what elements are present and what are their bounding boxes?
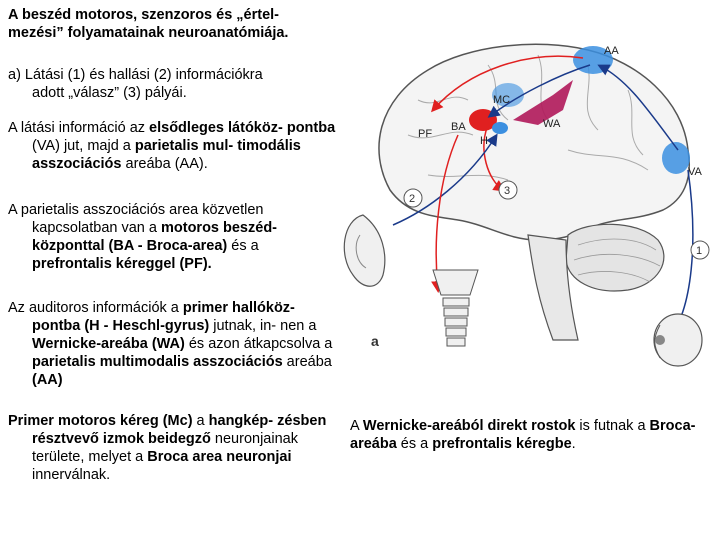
parietal-bold-1: motoros beszéd- — [160, 220, 277, 236]
motor-text-1: a — [192, 413, 209, 429]
paragraph-parietal: A parietalis asszociációs area közvetlen… — [8, 201, 338, 273]
visual-text-3: areába (AA). — [121, 156, 208, 172]
label-va: VA — [688, 166, 703, 178]
auditory-text-5: átkapcsolva a — [243, 336, 333, 352]
paragraph-auditory: Az auditoros információk a primer hallók… — [8, 299, 338, 389]
label-pf: PF — [418, 128, 432, 140]
auditory-bold-2: pontba (H - Heschl-gyrus) — [32, 318, 210, 334]
paragraph-pathways-line-1: a) Látási (1) és hallási (2) információk… — [8, 67, 263, 83]
wernicke-text-3: és a — [396, 436, 433, 452]
parietal-text-3: és a — [227, 238, 259, 254]
auditory-bold-1: primer hallóköz- — [182, 300, 295, 316]
area-mc — [492, 83, 524, 107]
cerebellum-folds — [573, 238, 661, 283]
auditory-text-2: jutnak, in- — [209, 318, 277, 334]
pathway-aa-to-ba — [487, 64, 591, 118]
label-h: H — [480, 135, 488, 147]
larynx — [432, 269, 479, 347]
label-panel: a — [371, 333, 379, 349]
wernicke-text-2: is futnak a — [575, 418, 646, 434]
visual-text-2: (VA) jut, majd a — [32, 138, 135, 154]
label-mc: MC — [493, 94, 510, 106]
area-h — [492, 122, 508, 134]
paragraph-pathways-line-2: adott „válasz” (3) pályái. — [32, 85, 187, 101]
title-line-1: A beszéd motoros, szenzoros és „értel- — [8, 7, 280, 23]
pathway-response — [483, 124, 506, 192]
label-ba: BA — [451, 121, 466, 133]
visual-bold-1: elsődleges látóköz- — [149, 120, 283, 136]
ear-inner — [355, 234, 367, 269]
marker-3: 3 — [498, 180, 518, 200]
area-va — [662, 142, 690, 174]
wernicke-text-1: A — [350, 418, 363, 434]
eye — [653, 313, 703, 367]
brain-outline — [378, 43, 690, 241]
auditory-text-6: areába — [282, 354, 332, 370]
parietal-bold-2: központtal (BA - Broca-area) — [32, 238, 228, 254]
motor-text-2: neuronjainak területe, melyet a — [32, 431, 298, 465]
wernicke-bold-1: Wernicke-areából direkt rostok — [362, 418, 576, 434]
motor-bold-1: Primer motoros kéreg (Mc) — [8, 413, 193, 429]
motor-bold-5: area neuronjai — [192, 449, 292, 465]
paragraph-wernicke: A Wernicke-areából direkt rostok is futn… — [350, 417, 710, 453]
wernicke-bold-2: Broca-areába — [350, 418, 696, 452]
auditory-bold-5: asszociációs — [193, 354, 283, 370]
visual-bold-2: pontba — [286, 120, 336, 136]
visual-bold-3: parietalis mul- — [134, 138, 234, 154]
marker-1-label: 1 — [696, 245, 702, 257]
parietal-bold-3: prefrontalis kéreggel (PF). — [32, 256, 212, 272]
auditory-bold-4: parietalis multimodalis — [32, 354, 190, 370]
marker-2: 2 — [403, 188, 423, 208]
motor-bold-2: hangkép- — [208, 413, 274, 429]
auditory-text-4: és azon — [184, 336, 240, 352]
motor-bold-4: Broca — [147, 449, 189, 465]
brain-pathway-figure: AA MC PF BA H WA VA a 1 2 3 — [343, 43, 710, 367]
parietal-text-2: kapcsolatban van a — [32, 220, 161, 236]
pathway-ear — [392, 133, 498, 226]
title-line-2: mezési” folyamatainak neuroanatómiája. — [8, 25, 289, 41]
label-wa: WA — [543, 118, 561, 130]
auditory-text-1: Az auditoros információk a — [8, 300, 183, 316]
paragraph-pathways: a) Látási (1) és hallási (2) információk… — [8, 66, 338, 102]
paragraph-motor: Primer motoros kéreg (Mc) a hangkép- zés… — [8, 412, 338, 484]
pathway-aa-to-pf — [431, 55, 584, 113]
ear — [343, 214, 386, 287]
marker-1: 1 — [690, 240, 710, 260]
page-title: A beszéd motoros, szenzoros és „értel- m… — [8, 6, 338, 42]
wernicke-bold-3: prefrontalis kéregbe — [432, 436, 572, 452]
auditory-text-3: nen a — [280, 318, 317, 334]
paragraph-visual: A látási információ az elsődleges látókö… — [8, 119, 338, 173]
motor-bold-3: zésben résztvevő izmok beidegző — [32, 413, 327, 447]
visual-text-1: A látási információ az — [8, 120, 150, 136]
wernicke-text-4: . — [571, 436, 576, 452]
label-aa: AA — [604, 45, 619, 57]
marker-2-label: 2 — [409, 193, 415, 205]
auditory-bold-6: (AA) — [32, 372, 63, 388]
marker-3-label: 3 — [504, 185, 510, 197]
pathway-visual — [597, 64, 679, 151]
area-wa — [513, 80, 573, 125]
brainstem — [527, 234, 579, 341]
motor-text-3: innerválnak. — [32, 467, 111, 483]
cerebellum — [565, 223, 665, 292]
parietal-text-1: A parietalis asszociációs area közvetlen — [8, 202, 264, 218]
visual-bold-4: timodális asszociációs — [32, 138, 301, 172]
auditory-bold-3: Wernicke-areába (WA) — [32, 336, 185, 352]
